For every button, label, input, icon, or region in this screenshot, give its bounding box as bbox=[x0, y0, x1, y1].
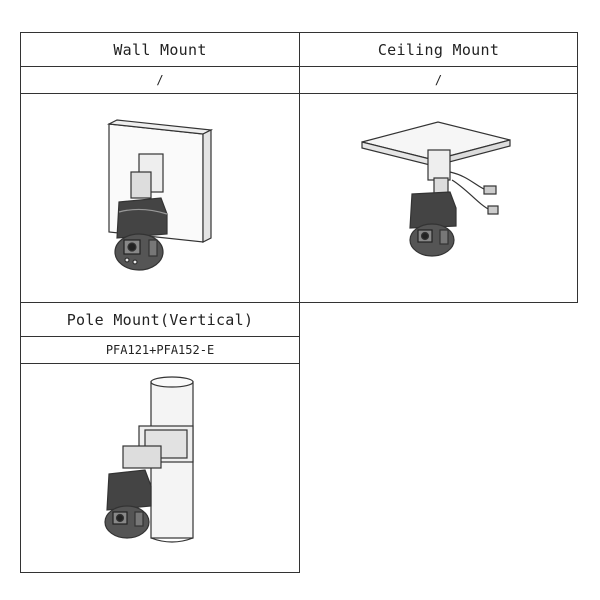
pole-mount-illustration bbox=[104, 376, 194, 543]
pole-mount-image-cell bbox=[20, 363, 300, 573]
wall-mount-image-cell bbox=[20, 93, 300, 303]
wall-mount-title: Wall Mount bbox=[20, 32, 300, 67]
wall-mount-illustration bbox=[106, 119, 214, 271]
pole-mount-title: Pole Mount(Vertical) bbox=[20, 302, 300, 337]
ceiling-mount-illustration bbox=[361, 121, 511, 257]
ceiling-mount-title: Ceiling Mount bbox=[299, 32, 578, 67]
pole-mount-accessory: PFA121+PFA152-E bbox=[20, 336, 300, 364]
ceiling-mount-accessory: / bbox=[299, 66, 578, 94]
ceiling-mount-image-cell bbox=[299, 93, 578, 303]
wall-mount-accessory: / bbox=[20, 66, 300, 94]
